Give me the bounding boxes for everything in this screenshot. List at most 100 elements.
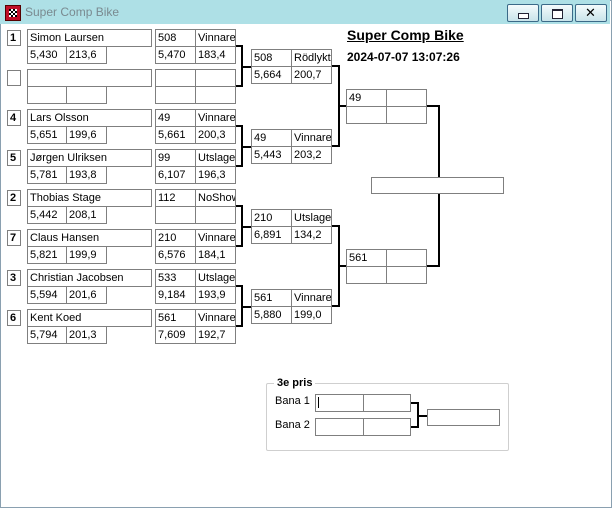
heat-reaction-empty[interactable] <box>346 106 387 124</box>
rider-reaction[interactable]: 5,594 <box>27 286 67 304</box>
heat-number[interactable]: 533 <box>155 269 196 287</box>
rider-speed[interactable]: 193,8 <box>66 166 107 184</box>
rider-reaction[interactable]: 5,430 <box>27 46 67 64</box>
heat-number-empty[interactable] <box>155 69 196 87</box>
rider-reaction[interactable]: 5,821 <box>27 246 67 264</box>
rider-name-empty[interactable] <box>27 69 152 87</box>
heat-status[interactable]: Vinnare <box>291 129 332 147</box>
heat-status-empty[interactable] <box>386 249 427 267</box>
heat-speed-empty[interactable] <box>195 86 236 104</box>
heat-status[interactable]: Vinnare <box>291 289 332 307</box>
heat-number[interactable]: 49 <box>251 129 292 147</box>
heat-status[interactable]: Utslagen <box>195 149 236 167</box>
minimize-button[interactable] <box>507 4 539 22</box>
heat-number[interactable]: 210 <box>155 229 196 247</box>
heat-speed[interactable]: 184,1 <box>195 246 236 264</box>
heat-status[interactable]: Vinnare <box>195 29 236 47</box>
rider-name[interactable]: Lars Olsson <box>27 109 152 127</box>
rider-speed[interactable]: 201,6 <box>66 286 107 304</box>
heat-reaction[interactable]: 5,470 <box>155 46 196 64</box>
heat-reaction[interactable]: 6,891 <box>251 226 292 244</box>
rider-name[interactable]: Jørgen Ulriksen <box>27 149 152 167</box>
heat-status[interactable]: NoShow <box>195 189 236 207</box>
lane2-number-field[interactable] <box>315 418 364 436</box>
heat-reaction[interactable]: 9,184 <box>155 286 196 304</box>
heat-reaction[interactable] <box>155 206 196 224</box>
bracket-line <box>236 285 242 287</box>
rider-speed-empty[interactable] <box>66 86 107 104</box>
heat-number[interactable]: 210 <box>251 209 292 227</box>
heat-reaction[interactable]: 7,609 <box>155 326 196 344</box>
bracket-line <box>241 146 252 148</box>
heat-number[interactable]: 561 <box>155 309 196 327</box>
heat-speed[interactable]: 196,3 <box>195 166 236 184</box>
heat-speed[interactable]: 192,7 <box>195 326 236 344</box>
heat-reaction[interactable]: 5,664 <box>251 66 292 84</box>
heat-status[interactable]: Utslagen <box>291 209 332 227</box>
rider-speed[interactable]: 199,6 <box>66 126 107 144</box>
close-button[interactable]: ✕ <box>575 4 607 22</box>
rider-name[interactable]: Thobias Stage <box>27 189 152 207</box>
heat-status[interactable]: Rödlykta <box>291 49 332 67</box>
heat-speed[interactable] <box>195 206 236 224</box>
heat-reaction[interactable]: 6,107 <box>155 166 196 184</box>
rider-reaction[interactable]: 5,442 <box>27 206 67 224</box>
heat-status[interactable]: Vinnare <box>195 309 236 327</box>
heat-number[interactable]: 508 <box>155 29 196 47</box>
heat-speed-empty[interactable] <box>386 266 427 284</box>
heat-reaction[interactable]: 5,443 <box>251 146 292 164</box>
third-place-winner-field[interactable] <box>427 409 500 426</box>
heat-status-empty[interactable] <box>386 89 427 107</box>
heat-status[interactable]: Utslagen <box>195 269 236 287</box>
bracket-line <box>338 265 347 267</box>
bracket-line <box>241 306 252 308</box>
heat-speed[interactable]: 200,3 <box>195 126 236 144</box>
bracket-line <box>241 66 252 68</box>
heat-number[interactable]: 561 <box>346 249 387 267</box>
maximize-button[interactable] <box>541 4 573 22</box>
rider-reaction[interactable]: 5,781 <box>27 166 67 184</box>
heat-reaction[interactable]: 5,661 <box>155 126 196 144</box>
rider-name[interactable]: Christian Jacobsen <box>27 269 152 287</box>
heat-number[interactable]: 508 <box>251 49 292 67</box>
heat-speed-empty[interactable] <box>386 106 427 124</box>
heat-number[interactable]: 561 <box>251 289 292 307</box>
heat-reaction[interactable]: 6,576 <box>155 246 196 264</box>
rider-speed[interactable]: 208,1 <box>66 206 107 224</box>
rider-reaction[interactable]: 5,651 <box>27 126 67 144</box>
rider-speed[interactable]: 213,6 <box>66 46 107 64</box>
rider-name[interactable]: Claus Hansen <box>27 229 152 247</box>
heat-speed[interactable]: 199,0 <box>291 306 332 324</box>
third-place-title: 3e pris <box>274 377 316 389</box>
heat-speed[interactable]: 200,7 <box>291 66 332 84</box>
heat-number[interactable]: 99 <box>155 149 196 167</box>
final-winner-field[interactable] <box>371 177 504 194</box>
heat-number[interactable]: 49 <box>155 109 196 127</box>
rider-speed[interactable]: 201,3 <box>66 326 107 344</box>
heat-status[interactable]: Vinnare <box>195 109 236 127</box>
heat-number[interactable]: 112 <box>155 189 196 207</box>
heat-reaction-empty[interactable] <box>155 86 196 104</box>
heat-status-empty[interactable] <box>195 69 236 87</box>
rider-speed[interactable]: 199,9 <box>66 246 107 264</box>
heat-status[interactable]: Vinnare <box>195 229 236 247</box>
rider-name[interactable]: Simon Laursen <box>27 29 152 47</box>
heat-number[interactable]: 49 <box>346 89 387 107</box>
title-bar[interactable]: Super Comp Bike ✕ <box>0 0 610 24</box>
heat-speed[interactable]: 183,4 <box>195 46 236 64</box>
heat-speed[interactable]: 203,2 <box>291 146 332 164</box>
heat-speed[interactable]: 134,2 <box>291 226 332 244</box>
page-title: Super Comp Bike <box>347 27 464 43</box>
bracket-line <box>411 402 418 404</box>
lane2-status-field[interactable] <box>363 418 411 436</box>
heat-reaction[interactable]: 5,880 <box>251 306 292 324</box>
rider-reaction-empty[interactable] <box>27 86 67 104</box>
lane1-number-field[interactable] <box>315 394 364 412</box>
rider-reaction[interactable]: 5,794 <box>27 326 67 344</box>
heat-speed[interactable]: 193,9 <box>195 286 236 304</box>
bracket-line <box>332 145 339 147</box>
heat-reaction-empty[interactable] <box>346 266 387 284</box>
rider-name[interactable]: Kent Koed <box>27 309 152 327</box>
bracket-line <box>236 45 242 47</box>
lane1-status-field[interactable] <box>363 394 411 412</box>
